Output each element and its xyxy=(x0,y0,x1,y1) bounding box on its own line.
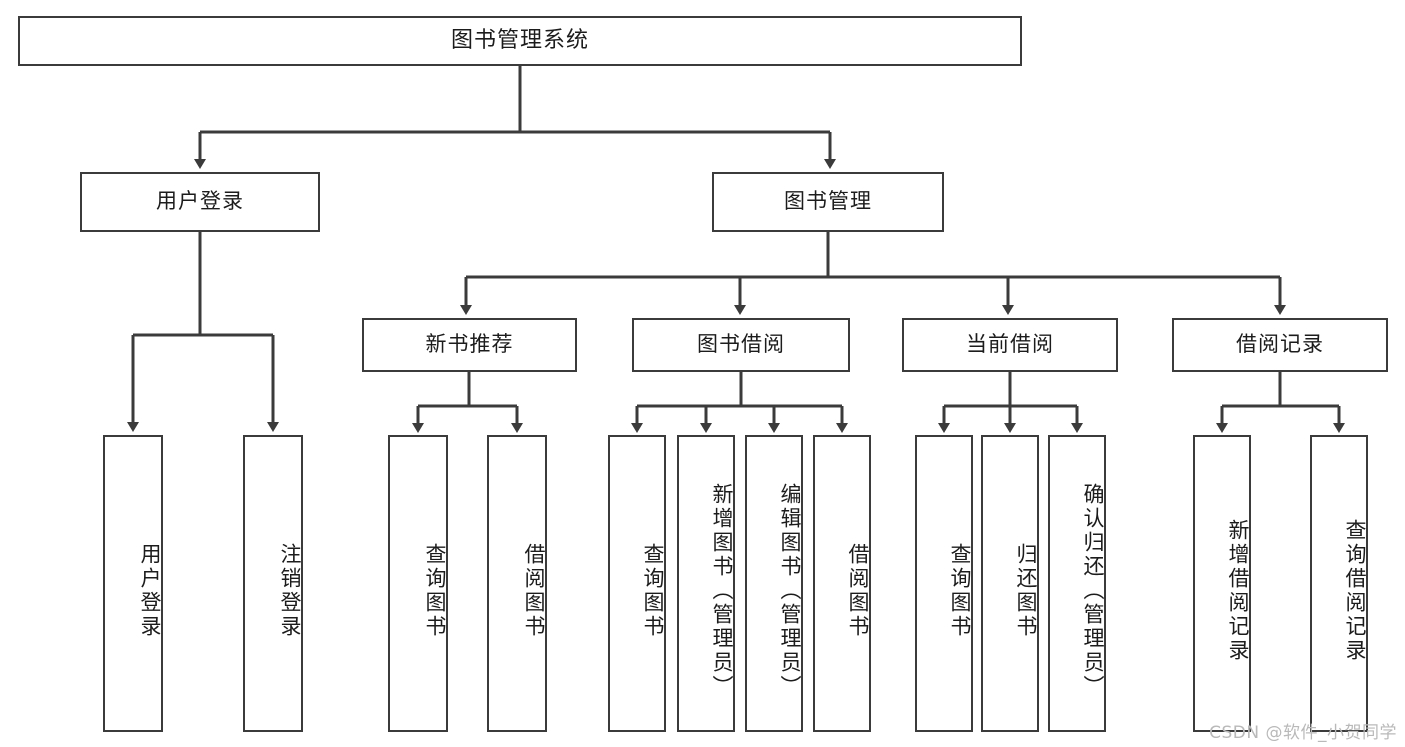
node-leaf-add-book-label: 新增图书（管理员） xyxy=(710,482,734,699)
node-book-management[interactable]: 图书管理 xyxy=(712,172,944,232)
node-new-book-recommend-label: 新书推荐 xyxy=(425,332,514,357)
node-leaf-return-book-label: 归还图书 xyxy=(1014,542,1038,639)
node-current-borrow-label: 当前借阅 xyxy=(966,332,1054,357)
node-leaf-query-book-recommend[interactable]: 查询图书 xyxy=(388,435,448,732)
node-leaf-add-borrow-record-label: 新增借阅记录 xyxy=(1226,518,1250,663)
node-leaf-borrow-book[interactable]: 借阅图书 xyxy=(813,435,871,732)
node-book-management-label: 图书管理 xyxy=(784,189,872,214)
node-current-borrow[interactable]: 当前借阅 xyxy=(902,318,1118,372)
node-leaf-query-borrow-record-label: 查询借阅记录 xyxy=(1343,518,1367,663)
node-book-borrow-label: 图书借阅 xyxy=(697,332,785,357)
node-leaf-borrow-book-label: 借阅图书 xyxy=(846,542,870,639)
node-leaf-user-logout-label: 注销登录 xyxy=(278,542,302,639)
node-leaf-add-book[interactable]: 新增图书（管理员） xyxy=(677,435,735,732)
node-leaf-query-book-borrow-label: 查询图书 xyxy=(641,542,665,639)
node-leaf-query-book-current-label: 查询图书 xyxy=(948,542,972,639)
node-leaf-user-logout[interactable]: 注销登录 xyxy=(243,435,303,732)
node-leaf-edit-book-label: 编辑图书（管理员） xyxy=(778,482,802,699)
node-root[interactable]: 图书管理系统 xyxy=(18,16,1022,66)
node-leaf-borrow-book-recommend[interactable]: 借阅图书 xyxy=(487,435,547,732)
node-user-login[interactable]: 用户登录 xyxy=(80,172,320,232)
node-leaf-user-login-label: 用户登录 xyxy=(138,542,162,639)
node-leaf-query-book-borrow[interactable]: 查询图书 xyxy=(608,435,666,732)
node-leaf-return-book[interactable]: 归还图书 xyxy=(981,435,1039,732)
node-root-label: 图书管理系统 xyxy=(450,27,589,53)
node-leaf-user-login[interactable]: 用户登录 xyxy=(103,435,163,732)
node-borrow-records[interactable]: 借阅记录 xyxy=(1172,318,1388,372)
node-leaf-query-book-recommend-label: 查询图书 xyxy=(423,542,447,639)
node-leaf-borrow-book-recommend-label: 借阅图书 xyxy=(522,542,546,639)
node-leaf-confirm-return-label: 确认归还（管理员） xyxy=(1081,482,1105,699)
node-leaf-query-book-current[interactable]: 查询图书 xyxy=(915,435,973,732)
node-borrow-records-label: 借阅记录 xyxy=(1236,332,1324,357)
watermark: CSDN @软件_小贺同学 xyxy=(1209,723,1397,743)
node-book-borrow[interactable]: 图书借阅 xyxy=(632,318,850,372)
node-leaf-edit-book[interactable]: 编辑图书（管理员） xyxy=(745,435,803,732)
node-user-login-label: 用户登录 xyxy=(156,189,244,214)
node-new-book-recommend[interactable]: 新书推荐 xyxy=(362,318,577,372)
node-leaf-add-borrow-record[interactable]: 新增借阅记录 xyxy=(1193,435,1251,732)
node-leaf-query-borrow-record[interactable]: 查询借阅记录 xyxy=(1310,435,1368,732)
node-leaf-confirm-return[interactable]: 确认归还（管理员） xyxy=(1048,435,1106,732)
